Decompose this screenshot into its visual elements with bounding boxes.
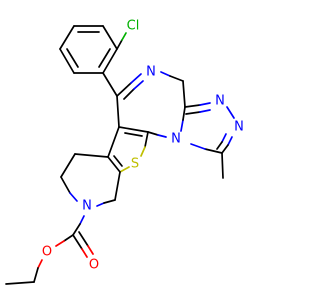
bond (199, 102, 211, 106)
azepine-nitrogen: N (146, 65, 156, 80)
bond (221, 133, 227, 143)
ethyl-carbamate (5, 215, 94, 285)
thiophene-sulfur: S (131, 157, 139, 172)
bond (190, 143, 206, 150)
bond (79, 215, 85, 225)
bond (5, 281, 35, 285)
ester-oxygen: O (42, 245, 52, 260)
bond (226, 106, 235, 119)
bond (221, 144, 229, 154)
bond (60, 153, 76, 178)
triazole-nitrogen-top: N (215, 94, 225, 109)
bond (123, 88, 135, 100)
bond (130, 73, 142, 84)
bond (102, 72, 118, 97)
bond (114, 171, 121, 201)
bond (103, 199, 116, 204)
bond (144, 131, 149, 148)
bond (140, 146, 146, 157)
bond (37, 259, 43, 269)
triazole-nitrogen-fused: N (171, 132, 181, 147)
bond (33, 267, 39, 283)
bond (204, 148, 223, 154)
bond (182, 80, 186, 108)
molecule-structure: Cl N (5, 19, 244, 285)
bond (96, 202, 105, 207)
bond (116, 82, 132, 97)
bond (119, 166, 130, 173)
bond (72, 234, 83, 250)
chlorine-atom: Cl (127, 19, 140, 34)
piperidine-nitrogen: N (82, 199, 92, 214)
bond (107, 126, 120, 158)
methyl-bond (221, 152, 224, 179)
bond (102, 48, 118, 74)
piperidine-ring (60, 153, 121, 207)
bond (63, 234, 74, 242)
bond (118, 126, 149, 133)
bond (113, 155, 123, 167)
bond (199, 109, 211, 113)
triazole-nitrogen-right: N (234, 120, 244, 135)
bond (74, 153, 109, 158)
bond (60, 176, 71, 194)
bond (59, 25, 75, 50)
bond (133, 80, 144, 90)
bond (102, 25, 118, 50)
bond (147, 131, 159, 136)
bond (107, 156, 121, 173)
bond (55, 240, 65, 247)
bond (66, 48, 79, 68)
bond (87, 245, 94, 255)
chlorophenyl-ring (59, 25, 118, 74)
bond (78, 231, 89, 247)
bond (157, 134, 167, 138)
bond (98, 48, 111, 68)
bond (69, 192, 78, 202)
bond (185, 111, 201, 115)
bond (72, 223, 81, 236)
carbonyl-oxygen: O (89, 258, 99, 273)
bond (180, 119, 184, 132)
triazole-ring (180, 102, 235, 154)
thiophene-ring (107, 126, 149, 173)
bond (216, 141, 223, 150)
bond (81, 248, 88, 258)
bond (121, 32, 127, 41)
bond (184, 104, 201, 108)
molecule-canvas: Cl N (5, 19, 244, 285)
bond (160, 71, 171, 77)
bond (59, 48, 75, 74)
bond (116, 39, 123, 50)
bond (116, 95, 120, 128)
diazepine-ring (116, 71, 186, 138)
bond (169, 75, 184, 82)
bond (182, 106, 186, 121)
bond (124, 132, 143, 137)
bond (227, 136, 233, 146)
